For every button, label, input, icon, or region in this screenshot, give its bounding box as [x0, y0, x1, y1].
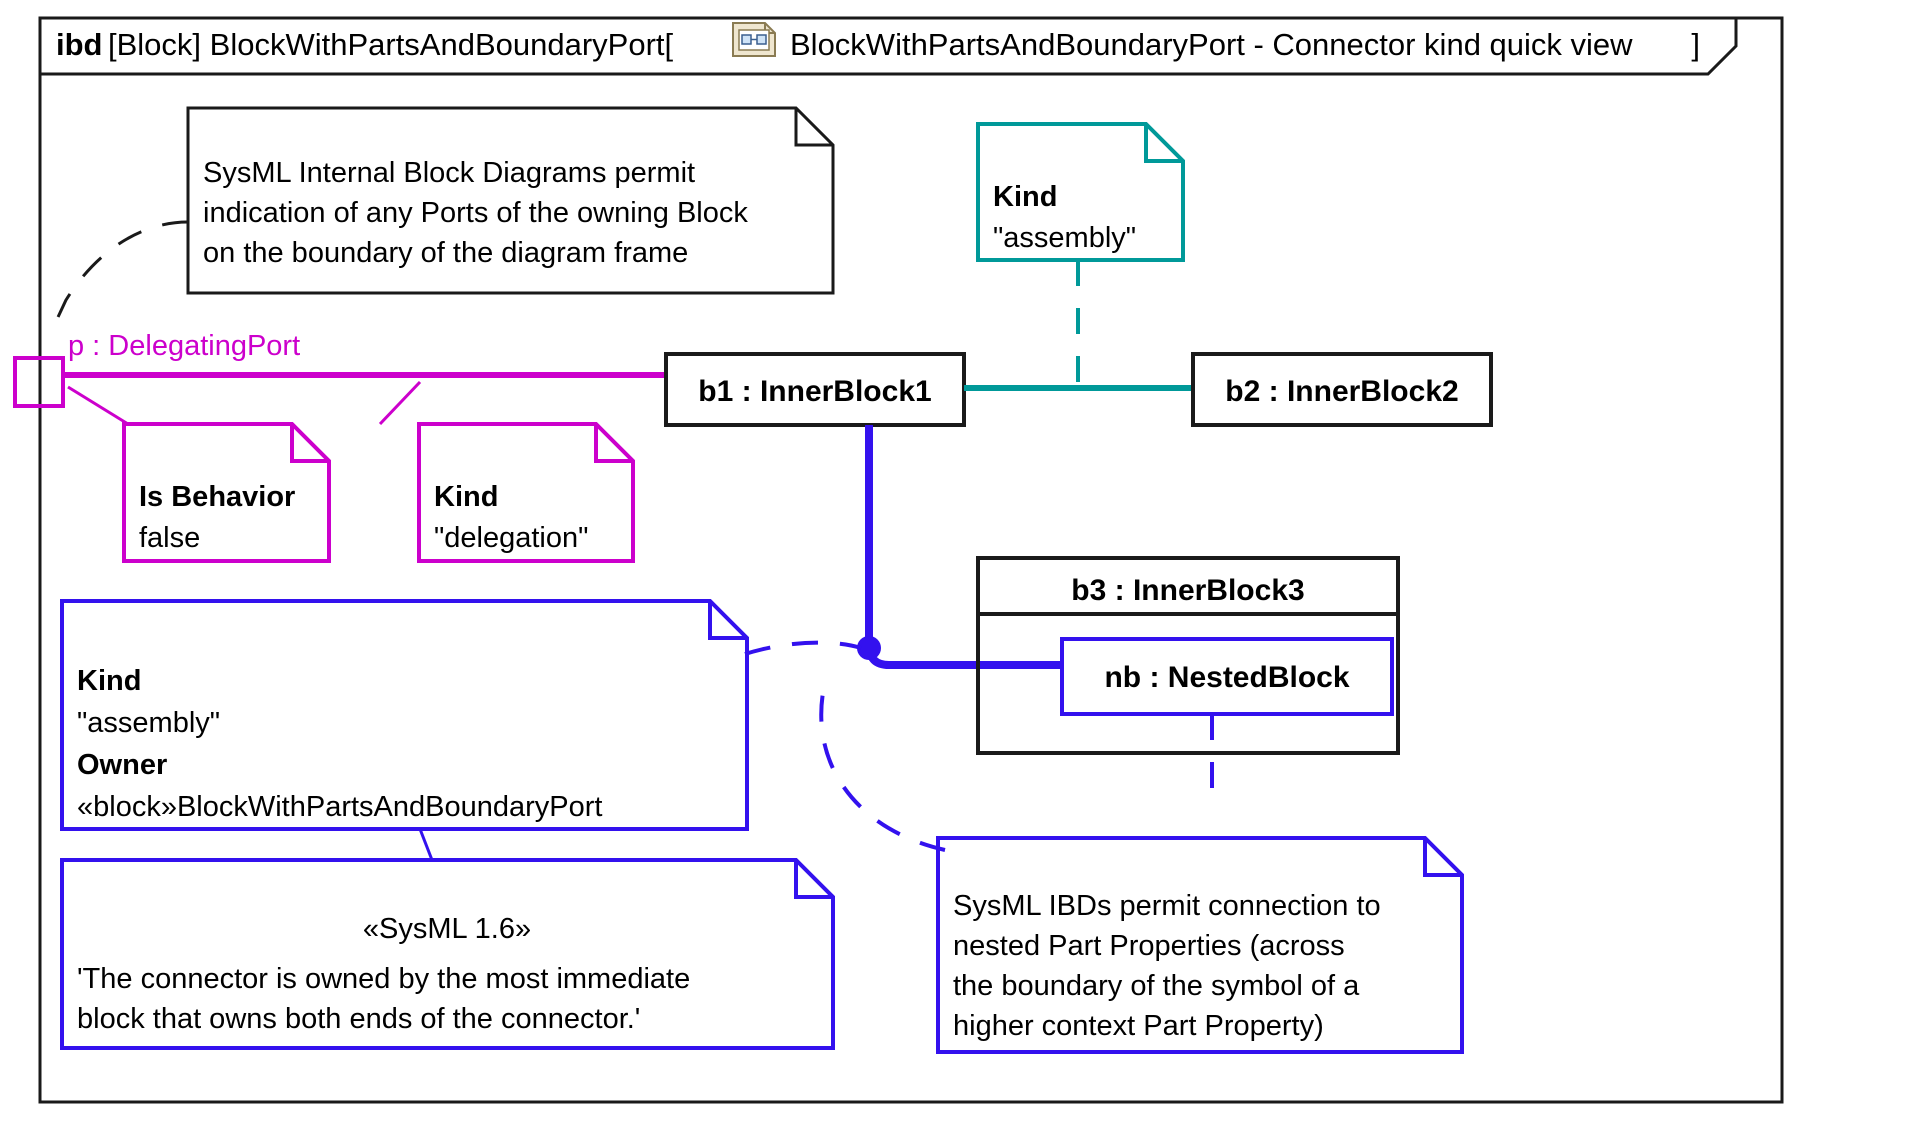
anchor-kind-owner-to-sysml16	[418, 828, 434, 861]
anchor-nested-part-note	[819, 677, 946, 852]
anchor-is-behavior-note	[67, 385, 129, 426]
anchor-boundary-port-note	[50, 220, 189, 331]
note-kind-owner-line-3: Owner	[77, 749, 167, 781]
frame-title-close-bracket: ]	[1691, 27, 1700, 62]
block-nb[interactable]	[1060, 637, 1394, 716]
note-sysml-16-line-2: block that owns both ends of the connect…	[77, 1003, 640, 1035]
note-boundary-port-line-2: indication of any Ports of the owning Bl…	[203, 197, 748, 229]
boundary-port-p[interactable]	[13, 356, 65, 408]
note-kind-owner-line-4: «block»BlockWithPartsAndBoundaryPort	[77, 791, 602, 823]
note-boundary-port: SysML Internal Block Diagrams permit ind…	[186, 106, 835, 295]
block-b2[interactable]	[1191, 352, 1493, 427]
note-kind-owner-line-2: "assembly"	[77, 707, 220, 739]
note-delegation-kind-line-2: "delegation"	[434, 522, 588, 554]
note-delegation-kind-line-1: Kind	[434, 481, 498, 513]
block-b2-label: b2 : InnerBlock2	[1225, 375, 1458, 408]
note-sysml-16-heading: «SysML 1.6»	[363, 913, 531, 945]
note-sysml-16: «SysML 1.6» 'The connector is owned by t…	[60, 858, 835, 1050]
note-nested-part-line-2: nested Part Properties (across	[953, 930, 1345, 962]
note-nested-part: SysML IBDs permit connection to nested P…	[936, 836, 1464, 1054]
port-label: p : DelegatingPort	[68, 330, 300, 362]
block-b3-label: b3 : InnerBlock3	[1071, 574, 1304, 607]
block-b3[interactable]	[976, 556, 1400, 755]
note-kind-owner: Kind "assembly" Owner «block»BlockWithPa…	[60, 599, 749, 831]
note-is-behavior-line-1: Is Behavior	[139, 481, 295, 513]
connector-junction-dot	[857, 636, 881, 660]
note-kind-owner-line-1: Kind	[77, 665, 141, 697]
anchor-delegation-kind-note	[378, 380, 422, 426]
note-nested-part-line-3: the boundary of the symbol of a	[953, 970, 1360, 1002]
note-sysml-16-line-1: 'The connector is owned by the most imme…	[77, 963, 690, 995]
note-nested-part-line-4: higher context Part Property)	[953, 1010, 1324, 1042]
note-assembly-kind-line-2: "assembly"	[993, 222, 1136, 254]
note-assembly-kind-line-1: Kind	[993, 181, 1057, 213]
anchor-kind-owner-note	[744, 640, 862, 656]
block-nb-label: nb : NestedBlock	[1104, 661, 1349, 694]
note-is-behavior: Is Behavior false	[122, 422, 331, 563]
note-boundary-port-line-1: SysML Internal Block Diagrams permit	[203, 157, 695, 189]
frame-scope: [Block] BlockWithPartsAndBoundaryPort[	[108, 27, 674, 62]
note-boundary-port-line-3: on the boundary of the diagram frame	[203, 237, 688, 269]
note-is-behavior-line-2: false	[139, 522, 200, 554]
block-b1-label: b1 : InnerBlock1	[698, 375, 931, 408]
frame-keyword: ibd	[56, 27, 103, 62]
note-delegation-kind: Kind "delegation"	[417, 422, 635, 563]
note-nested-part-line-1: SysML IBDs permit connection to	[953, 890, 1381, 922]
frame-header-tab	[38, 16, 1738, 76]
note-assembly-kind: Kind "assembly"	[976, 122, 1185, 262]
ibd-diagram-icon	[732, 22, 776, 57]
connector-nested[interactable]	[865, 425, 1062, 669]
frame-title: BlockWithPartsAndBoundaryPort - Connecto…	[790, 27, 1633, 62]
